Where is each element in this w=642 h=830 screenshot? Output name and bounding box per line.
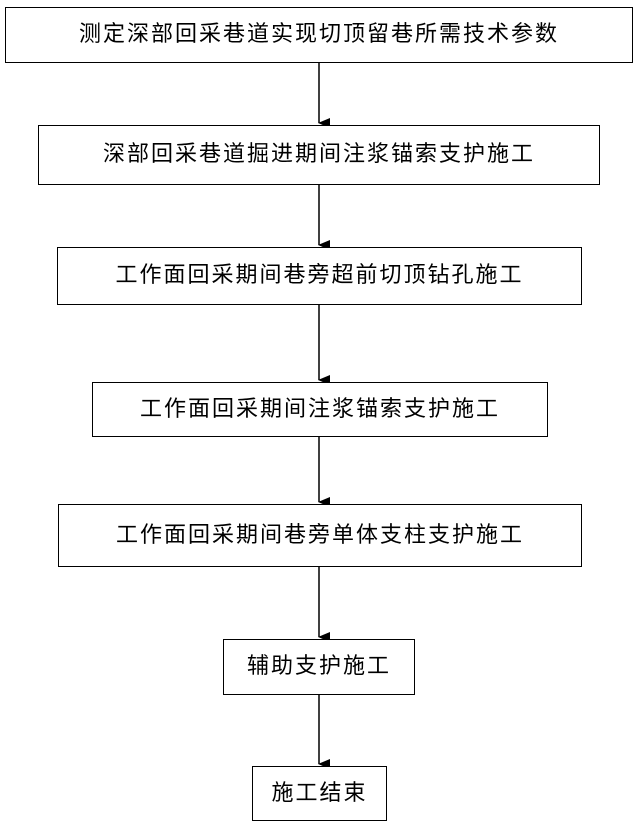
step-auxiliary-support: 辅助支护施工	[223, 639, 415, 695]
step-measure-parameters: 测定深部回采巷道实现切顶留巷所需技术参数	[5, 7, 633, 63]
step-excavation-grouting-anchor-support: 深部回采巷道掘进期间注浆锚索支护施工	[38, 125, 600, 185]
step-mining-grouting-anchor-support: 工作面回采期间注浆锚索支护施工	[92, 382, 548, 437]
step-advance-roof-cutting-drilling: 工作面回采期间巷旁超前切顶钻孔施工	[57, 247, 582, 305]
step-single-prop-support: 工作面回采期间巷旁单体支柱支护施工	[58, 504, 582, 567]
step-construction-end: 施工结束	[252, 766, 387, 821]
